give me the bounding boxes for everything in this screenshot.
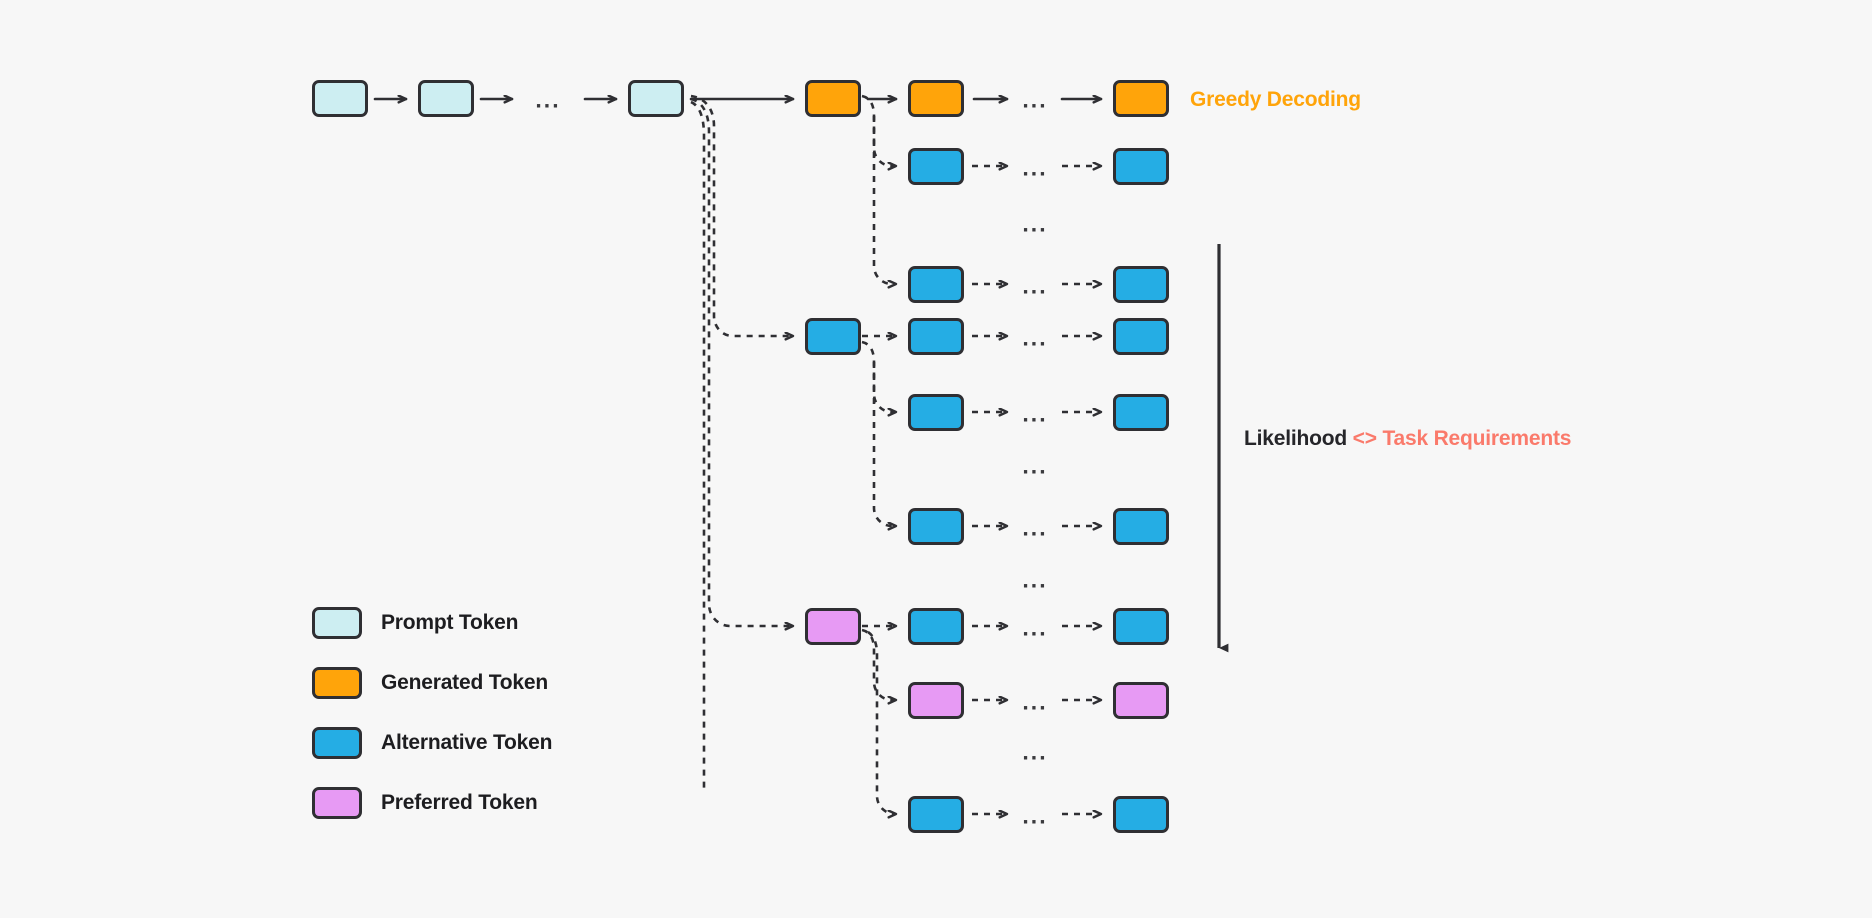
legend-label-prompt: Prompt Token: [381, 611, 519, 634]
branch-head-arrows: [862, 336, 896, 626]
legend-swatch-generated: [312, 667, 362, 699]
row-ellipsis: ...: [1022, 272, 1048, 299]
prompt-token: [418, 80, 474, 117]
preferred-token: [908, 682, 964, 719]
legend-swatch-preferred: [312, 787, 362, 819]
alternative-token: [908, 266, 964, 303]
row-ellipsis: ...: [1022, 688, 1048, 715]
row-dashed-arrows: [972, 166, 1101, 814]
legend-label-generated: Generated Token: [381, 671, 548, 694]
prompt-row-ellipsis: ...: [535, 86, 561, 113]
row-ellipsis: ...: [1022, 514, 1048, 541]
legend-item-generated-token: Generated Token: [312, 667, 548, 699]
alternative-token: [908, 608, 964, 645]
legend-item-alternative-token: Alternative Token: [312, 727, 552, 759]
legend-swatch-alternative: [312, 727, 362, 759]
legend-label-preferred: Preferred Token: [381, 791, 538, 814]
preferred-token-branch: [805, 608, 861, 645]
legend-swatch-prompt: [312, 607, 362, 639]
prompt-token: [312, 80, 368, 117]
row-ellipsis: ...: [1022, 614, 1048, 641]
generated-token-greedy: [805, 80, 861, 117]
legend-item-prompt-token: Prompt Token: [312, 607, 518, 639]
prompt-token: [628, 80, 684, 117]
alternative-token: [908, 508, 964, 545]
preferred-token: [1113, 682, 1169, 719]
vertical-ellipsis: ...: [1022, 452, 1048, 479]
alternative-token: [1113, 394, 1169, 431]
task-requirements-text: Task Requirements: [1382, 427, 1572, 450]
generated-token-greedy: [908, 80, 964, 117]
legend-label-alternative: Alternative Token: [381, 731, 553, 754]
branch2-fanout-dashed: [861, 340, 896, 526]
operator-text: <>: [1352, 427, 1377, 450]
likelihood-task-requirements-label: Likelihood <> Task Requirements: [1244, 427, 1571, 451]
alternative-token-branch: [805, 318, 861, 355]
row-ellipsis: ...: [1022, 154, 1048, 181]
likelihood-text: Likelihood: [1244, 427, 1348, 450]
greedy-decoding-label: Greedy Decoding: [1190, 88, 1361, 111]
alternative-token: [1113, 148, 1169, 185]
vertical-ellipsis: ...: [1022, 210, 1048, 237]
legend-item-preferred-token: Preferred Token: [312, 787, 538, 819]
generated-token-greedy: [1113, 80, 1169, 117]
row-ellipsis: ...: [1022, 86, 1048, 113]
alternative-token: [908, 318, 964, 355]
branch3-fanout-dashed: [861, 628, 896, 814]
row-ellipsis: ...: [1022, 400, 1048, 427]
vertical-ellipsis: ...: [1022, 738, 1048, 765]
row-ellipsis: ...: [1022, 802, 1048, 829]
alternative-token: [1113, 796, 1169, 833]
alternative-token: [1113, 508, 1169, 545]
vertical-ellipsis: ...: [1022, 566, 1048, 593]
alternative-token: [908, 394, 964, 431]
branch1-fanout-dashed: [861, 94, 896, 284]
prompt-to-branch-dashed: [690, 94, 793, 792]
alternative-token: [1113, 318, 1169, 355]
alternative-token: [908, 796, 964, 833]
alternative-token: [908, 148, 964, 185]
row-ellipsis: ...: [1022, 324, 1048, 351]
alternative-token: [1113, 608, 1169, 645]
alternative-token: [1113, 266, 1169, 303]
